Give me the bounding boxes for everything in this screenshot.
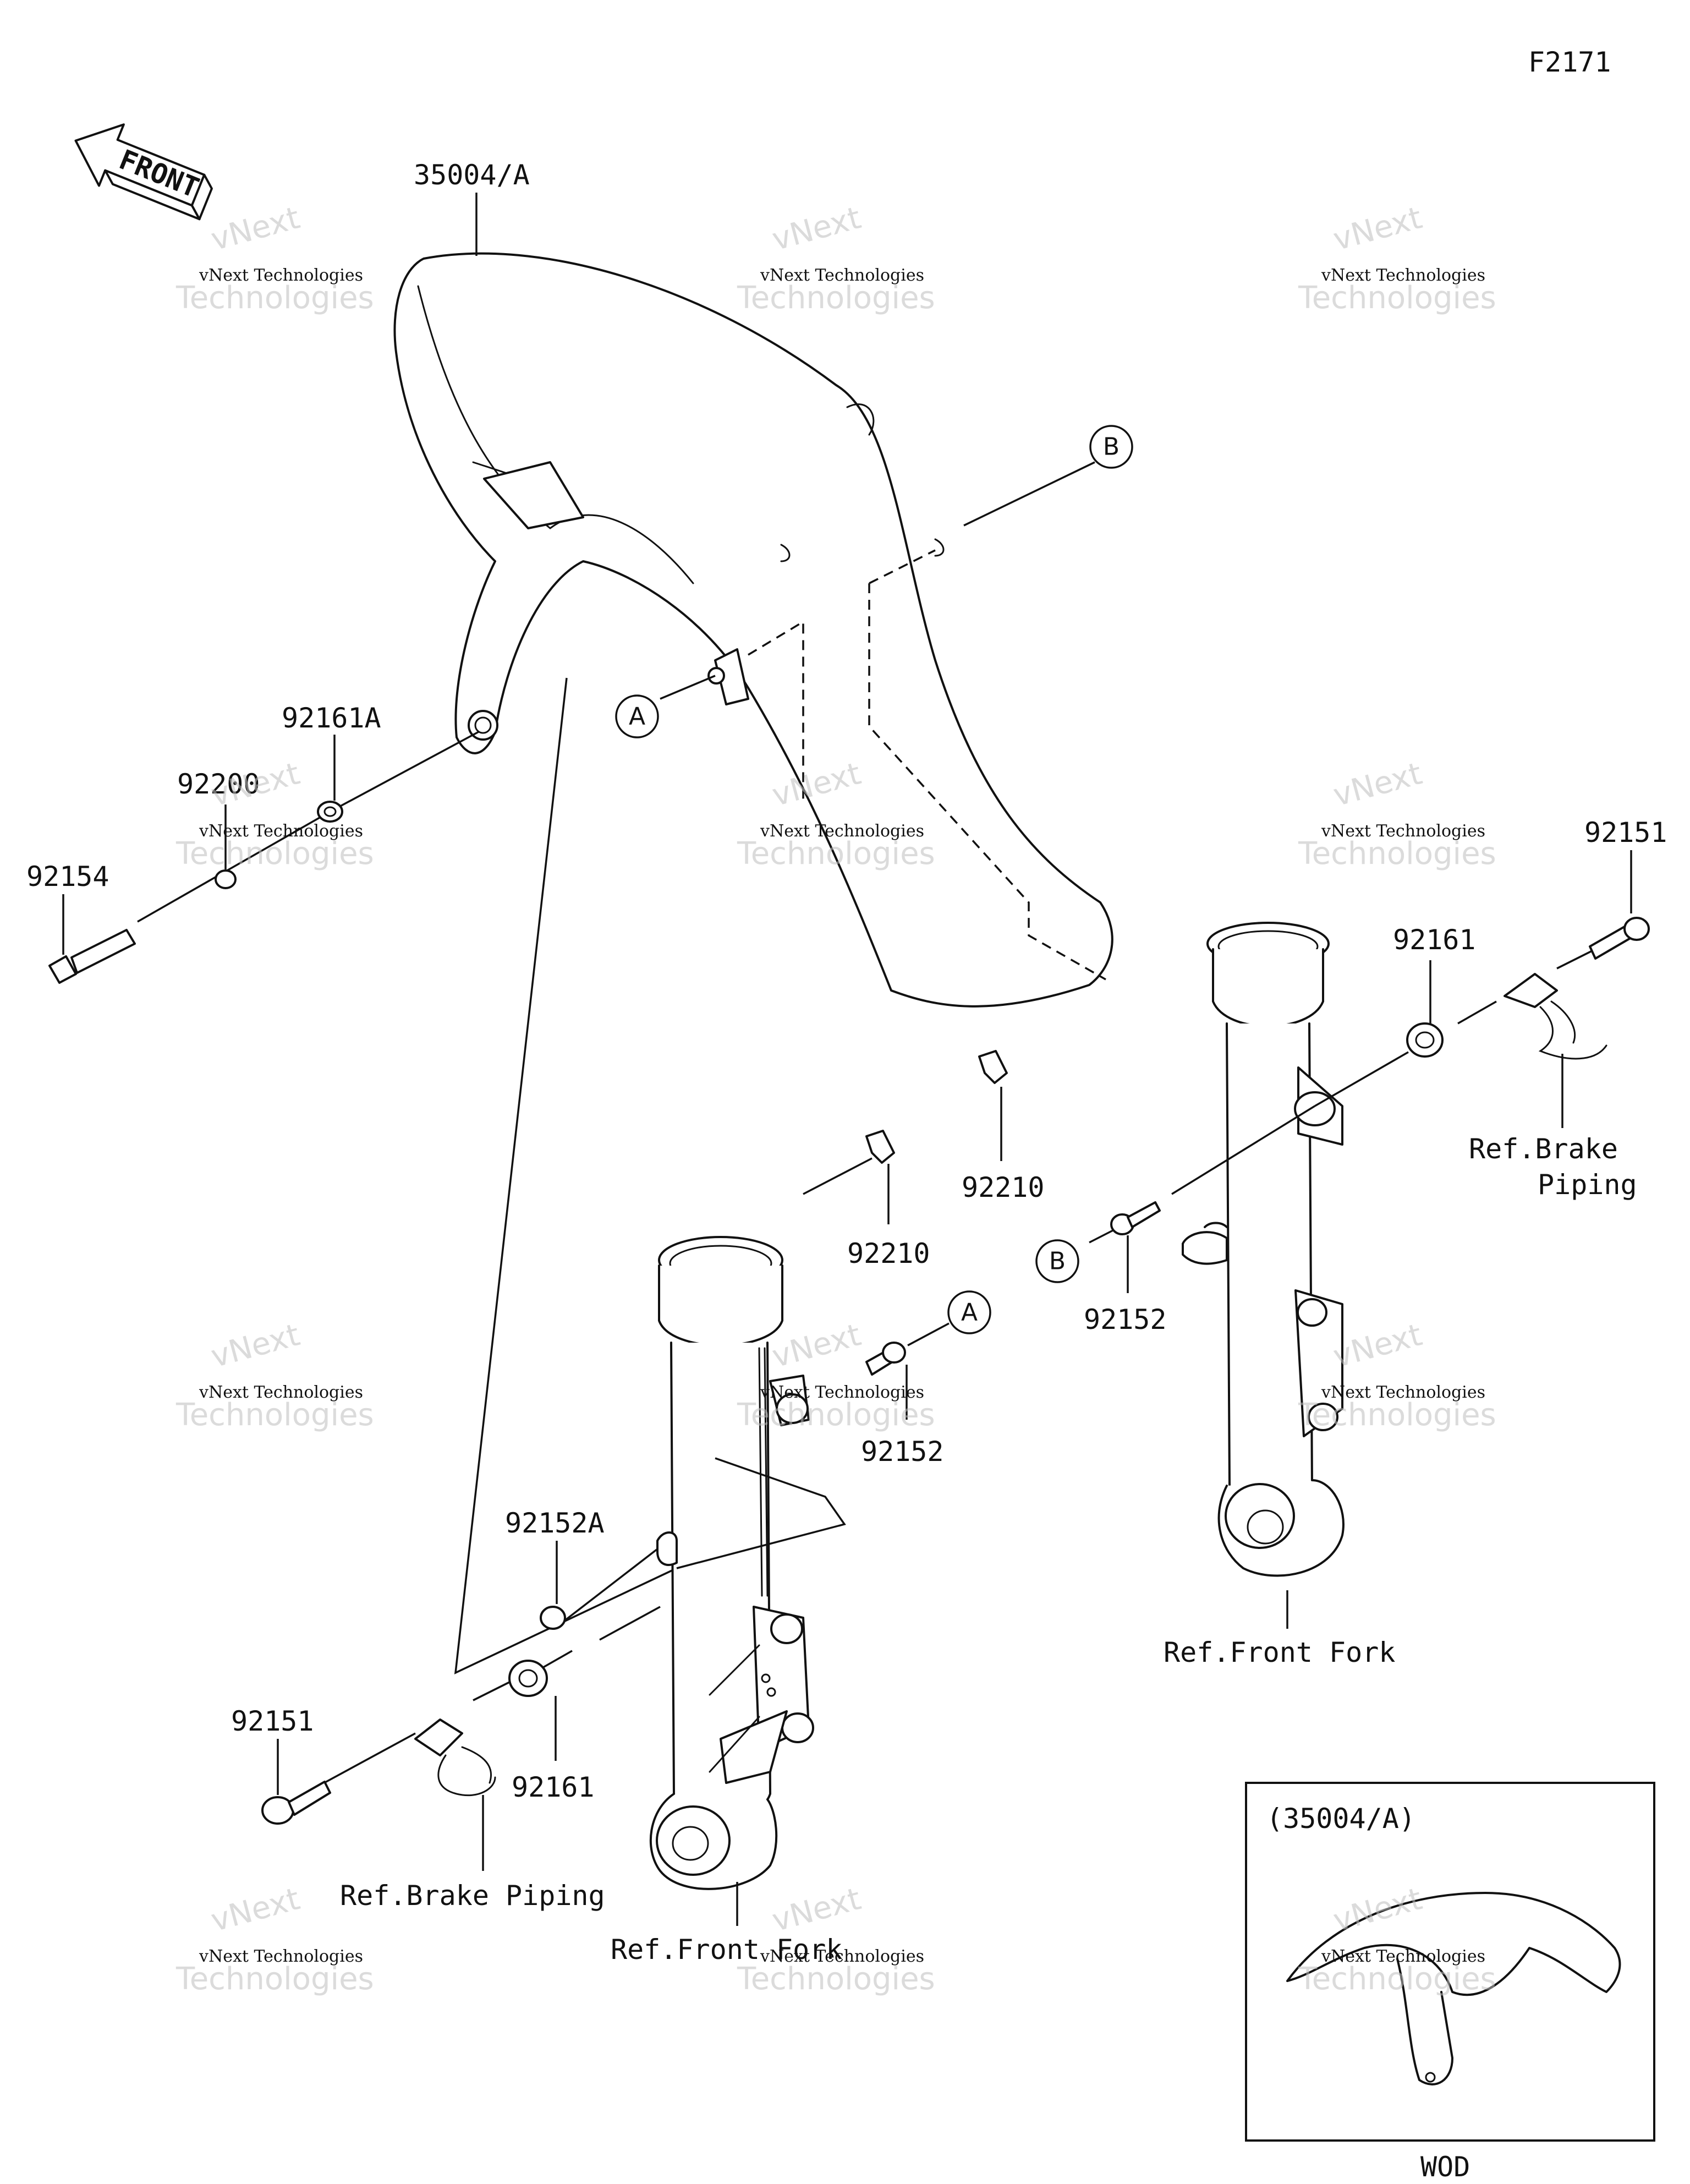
svg-text:vNext: vNext <box>207 200 304 258</box>
svg-text:vNext Technologies: vNext Technologies <box>199 1383 363 1402</box>
grommet-92152a <box>540 1606 566 1630</box>
svg-text:vNext: vNext <box>1330 1317 1426 1375</box>
marker-b-upper-text: B <box>1103 433 1120 461</box>
collar-92161-lower <box>508 1660 548 1697</box>
inset-fender <box>1286 1892 1621 2086</box>
marker-b-lower-text: B <box>1049 1247 1066 1276</box>
inset-title: (35004/A) <box>1266 1803 1415 1835</box>
brake-piping-clamp-right <box>1504 973 1607 1060</box>
svg-text:Technologies: Technologies <box>175 1961 374 1997</box>
marker-a-upper-text: A <box>629 703 645 731</box>
svg-text:vNext: vNext <box>769 200 865 258</box>
label-92161a: 92161A <box>282 702 381 734</box>
watermark-7: vNext Technologies vNext Technologies <box>175 1317 374 1433</box>
label-92210-right: 92210 <box>962 1172 1045 1203</box>
svg-text:vNext Technologies: vNext Technologies <box>1321 1383 1485 1402</box>
nut-92210-right <box>978 1050 1008 1084</box>
label-92151-lower: 92151 <box>231 1705 314 1737</box>
svg-text:vNext: vNext <box>207 1881 304 1939</box>
svg-text:vNext: vNext <box>1330 200 1426 258</box>
ref-brake-piping-right-2: Piping <box>1538 1169 1637 1201</box>
svg-text:Technologies: Technologies <box>1298 836 1496 872</box>
svg-text:vNext Technologies: vNext Technologies <box>199 266 363 285</box>
label-92154: 92154 <box>26 861 109 893</box>
svg-text:Technologies: Technologies <box>737 1397 935 1433</box>
svg-text:vNext Technologies: vNext Technologies <box>199 1947 363 1966</box>
svg-text:Technologies: Technologies <box>737 280 935 316</box>
label-92161-right: 92161 <box>1393 924 1476 956</box>
label-35004-a: 35004/A <box>414 159 530 191</box>
label-92151-right: 92151 <box>1584 817 1667 849</box>
label-92152-b: 92152 <box>1084 1304 1167 1335</box>
marker-a-lower <box>947 1290 991 1334</box>
front-fork-lower <box>649 1236 814 1890</box>
svg-text:Technologies: Technologies <box>737 1961 935 1997</box>
label-92152a: 92152A <box>505 1507 605 1539</box>
svg-text:vNext: vNext <box>207 756 304 813</box>
svg-text:vNext Technologies: vNext Technologies <box>760 1383 924 1402</box>
label-92200: 92200 <box>177 768 260 800</box>
figure-code: F2171 <box>1528 46 1611 78</box>
svg-text:vNext Technologies: vNext Technologies <box>760 822 924 841</box>
svg-text:vNext Technologies: vNext Technologies <box>1321 822 1485 841</box>
svg-text:vNext: vNext <box>207 1317 304 1375</box>
svg-text:vNext Technologies: vNext Technologies <box>199 822 363 841</box>
bolt-92152-b <box>1110 1201 1161 1235</box>
svg-text:Technologies: Technologies <box>175 280 374 316</box>
nut-92210-center <box>865 1130 895 1164</box>
watermark-6: vNext Technologies vNext Technologies <box>1298 756 1496 872</box>
svg-text:vNext Technologies: vNext Technologies <box>760 1947 924 1966</box>
front-arrow-icon: FRONT <box>74 123 213 221</box>
collar-92161-right <box>1406 1022 1444 1058</box>
ref-brake-piping-right-1: Ref.Brake <box>1469 1133 1618 1165</box>
marker-b-upper <box>1089 425 1133 469</box>
svg-text:Technologies: Technologies <box>175 1397 374 1433</box>
ref-front-fork-right: Ref.Front Fork <box>1164 1636 1395 1668</box>
svg-text:Technologies: Technologies <box>1298 280 1496 316</box>
watermark-1: vNext Technologies vNext Technologies <box>175 200 374 316</box>
svg-text:Technologies: Technologies <box>1298 1397 1496 1433</box>
label-92161-lower: 92161 <box>512 1771 595 1803</box>
front-fork-right <box>1182 922 1345 1577</box>
watermark-3: vNext Technologies vNext Technologies <box>1298 200 1496 316</box>
brake-piping-clamp-lower <box>414 1718 496 1797</box>
watermark-2: vNext Technologies vNext Technologies <box>737 200 935 316</box>
svg-text:vNext Technologies: vNext Technologies <box>1321 266 1485 285</box>
svg-text:vNext Technologies: vNext Technologies <box>760 266 924 285</box>
inset-caption: WOD <box>1420 2151 1470 2183</box>
bolt-92154 <box>48 929 136 984</box>
washer-92200 <box>215 869 237 889</box>
svg-text:vNext: vNext <box>769 1881 865 1939</box>
collar-92161a <box>317 801 343 823</box>
marker-a-lower-text: A <box>961 1299 978 1327</box>
marker-a-upper <box>615 694 659 738</box>
bolt-92152-a <box>865 1342 906 1376</box>
ref-front-fork-lower: Ref.Front Fork <box>611 1934 842 1966</box>
svg-text:Technologies: Technologies <box>175 836 374 872</box>
bolt-92151-right <box>1589 917 1650 960</box>
svg-text:Technologies: Technologies <box>737 836 935 872</box>
bolt-92151-lower <box>261 1781 331 1825</box>
front-fender <box>393 252 1113 1008</box>
ref-brake-piping-lower: Ref.Brake Piping <box>340 1880 605 1912</box>
marker-b-lower <box>1035 1239 1079 1283</box>
svg-text:Technologies: Technologies <box>1298 1961 1496 1997</box>
svg-text:vNext: vNext <box>1330 756 1426 813</box>
svg-text:vNext Technologies: vNext Technologies <box>1321 1947 1485 1966</box>
svg-text:vNext: vNext <box>769 1317 865 1375</box>
label-92152-a: 92152 <box>861 1436 944 1468</box>
label-92210-center: 92210 <box>847 1238 930 1269</box>
